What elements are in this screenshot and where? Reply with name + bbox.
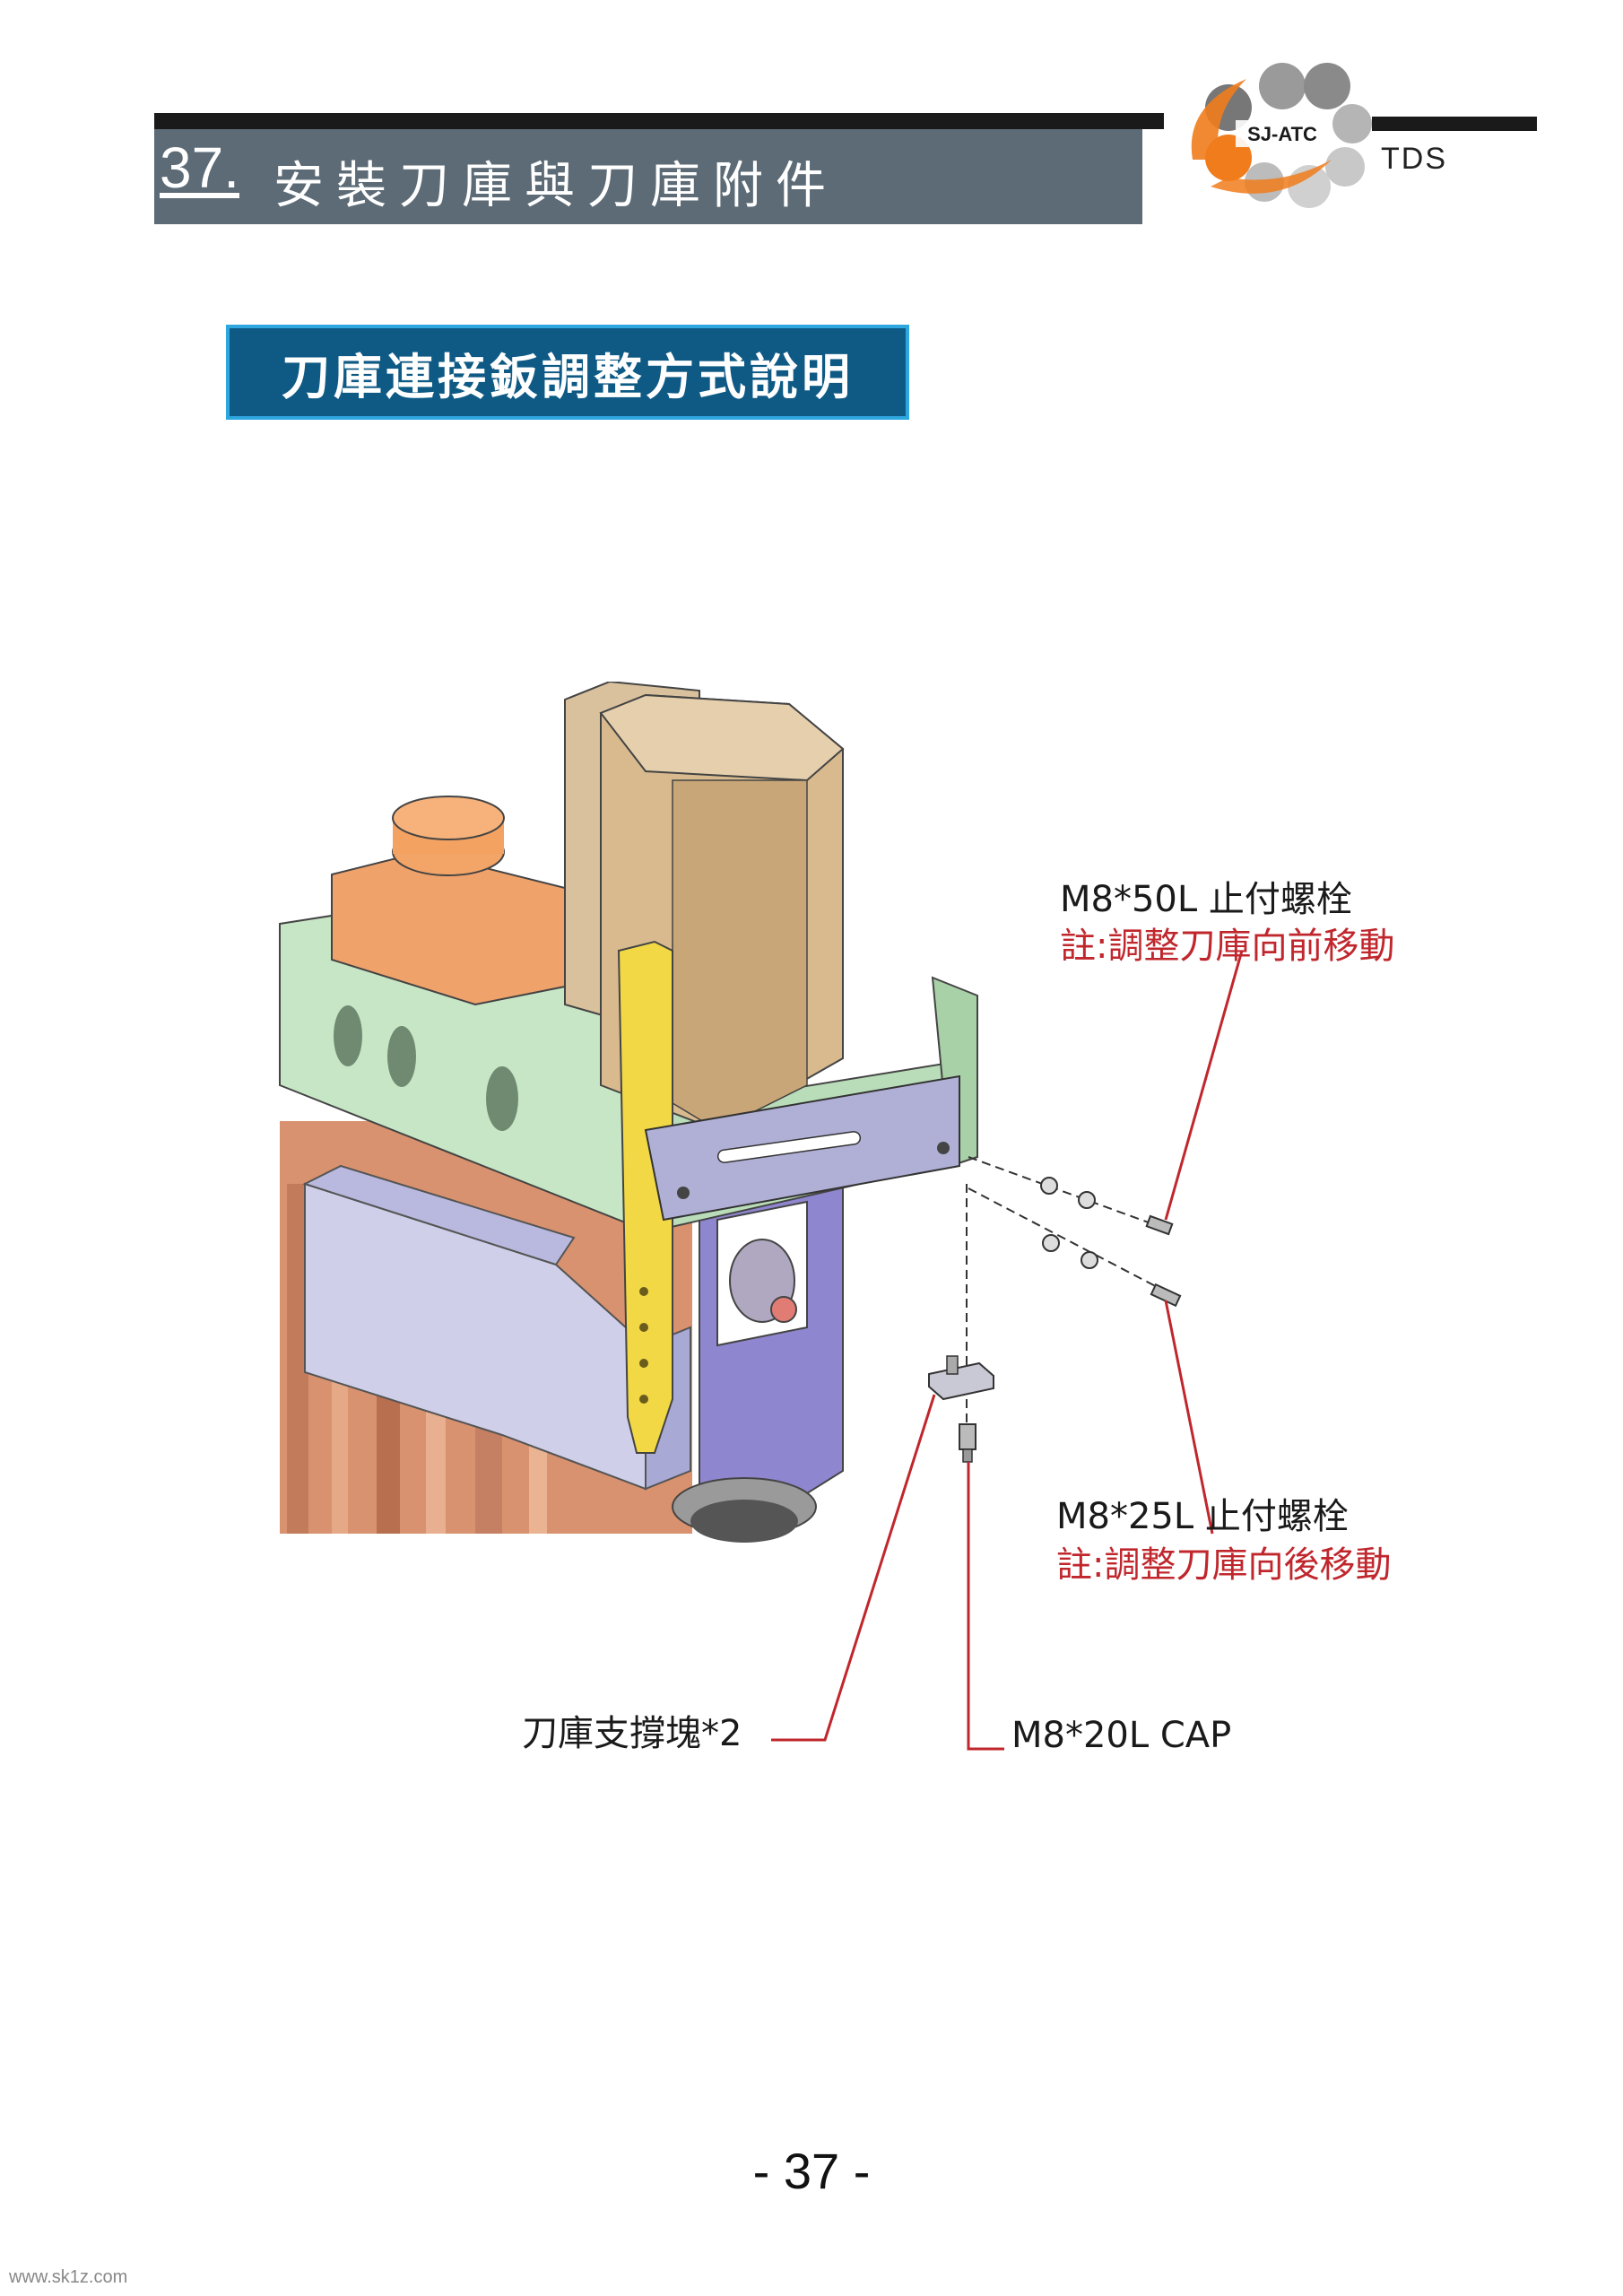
- section-number: 37.: [160, 135, 239, 200]
- tds-label: TDS: [1381, 142, 1447, 176]
- orange-motor: [331, 796, 566, 1006]
- spindle-head: [672, 1128, 844, 1543]
- callout-m8-20l-cap: M8*20L CAP: [1011, 1715, 1232, 1756]
- sj-atc-logo: SJ-ATC: [1191, 63, 1372, 208]
- callout-m8-50l: M8*50L 止付螺栓: [1060, 879, 1352, 920]
- header-top-rule: [154, 113, 1164, 129]
- logo-text: SJ-ATC: [1247, 123, 1317, 145]
- yellow-arm: [617, 940, 673, 1454]
- callout-support-block: 刀庫支撐塊*2: [522, 1713, 742, 1754]
- section-label: 刀庫連接鈑調整方式說明: [282, 348, 854, 405]
- leader-lines: [771, 950, 1244, 1751]
- tool-magazine-assembly-drawing: [279, 682, 1244, 1751]
- adapter-plate: [644, 1074, 960, 1222]
- watermark: www.sk1z.com: [9, 2267, 128, 2287]
- page-number: - 37 -: [752, 2143, 871, 2199]
- callout-m8-25l-note: 註:調整刀庫向後移動: [1056, 1544, 1392, 1586]
- page-title: 安裝刀庫與刀庫附件: [273, 157, 838, 215]
- callout-m8-50l-note: 註:調整刀庫向前移動: [1060, 926, 1395, 967]
- tan-motor: [564, 682, 845, 1132]
- exploded-fasteners: [928, 1156, 1182, 1463]
- section-label-box: 刀庫連接鈑調整方式說明: [226, 325, 909, 420]
- tds-rule: [1372, 117, 1537, 131]
- callout-m8-25l: M8*25L 止付螺栓: [1056, 1496, 1349, 1537]
- header-band: [154, 129, 1142, 224]
